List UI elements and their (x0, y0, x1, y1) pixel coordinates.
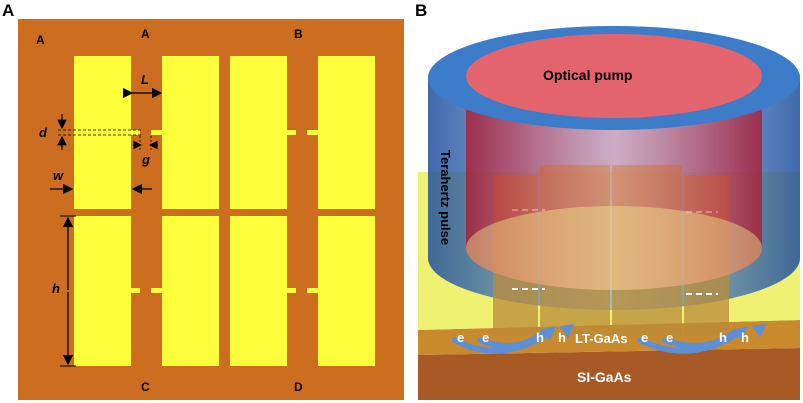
panel-a: A A A B C D L (2, 1, 404, 400)
carrier-h3: h (719, 330, 727, 345)
electrode-b-left (230, 56, 296, 209)
optical-pump-label: Optical pump (543, 67, 632, 83)
corner-label: A (36, 33, 45, 47)
carrier-e2: e (482, 330, 489, 345)
carrier-h1: h (536, 330, 544, 345)
electrode-array-top (74, 56, 375, 209)
carrier-h4: h (741, 330, 749, 345)
carrier-e4: e (666, 330, 673, 345)
dimension-gap-offset-label: d (39, 125, 48, 140)
electrode-array-bottom (74, 216, 375, 366)
carrier-arrows (452, 329, 743, 354)
electrode-d-right (307, 216, 375, 366)
column-label-a: A (141, 27, 150, 41)
panel-b-letter: B (415, 1, 427, 20)
electrode-b-right (307, 56, 375, 209)
electrode-d-left (230, 216, 296, 366)
lt-gaas-label: LT-GaAs (575, 331, 628, 346)
dimension-height-label: h (52, 281, 60, 296)
dimension-gap-label: g (141, 152, 150, 167)
pump-spot (466, 206, 762, 290)
column-label-b: B (294, 27, 303, 41)
carrier-e1: e (457, 330, 464, 345)
dimension-gap-offset: d (39, 114, 142, 150)
carrier-labels: e e h h e e h h (457, 330, 749, 345)
carrier-arrowheads (540, 324, 766, 340)
carrier-e3: e (641, 330, 648, 345)
si-gaas-layer (418, 348, 800, 400)
dimension-width: w (50, 168, 152, 195)
dimension-length-label: L (141, 72, 149, 87)
panel-b: B (415, 1, 800, 400)
panel-a-letter: A (2, 1, 14, 20)
optical-pump-top (466, 34, 762, 118)
si-gaas-label: SI-GaAs (577, 369, 632, 385)
electrode-c-left (74, 216, 140, 366)
terahertz-pulse-label: Terahertz pulse (438, 150, 453, 245)
column-label-c: C (141, 380, 150, 394)
dimension-height: h (52, 215, 76, 367)
column-label-d: D (294, 380, 303, 394)
electrode-a-left (74, 56, 140, 209)
dimension-length: L (122, 72, 163, 99)
electrode-c-right (151, 216, 219, 366)
dimension-gap: g (133, 136, 158, 167)
electrode-a-right (151, 56, 219, 209)
dimension-width-label: w (53, 168, 64, 183)
carrier-h2: h (558, 330, 566, 345)
